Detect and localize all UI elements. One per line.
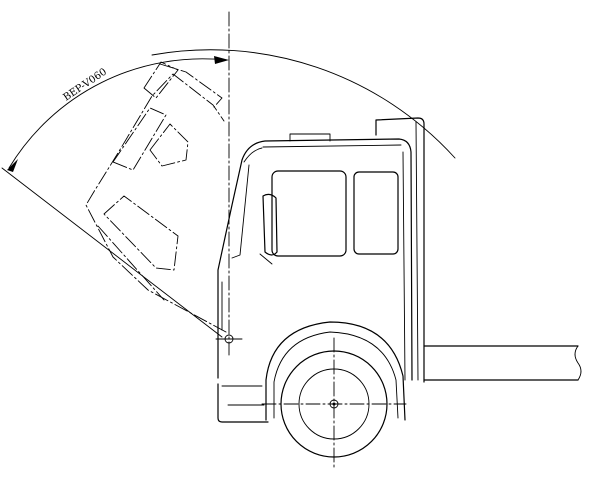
front-wheel	[261, 337, 407, 471]
cab-swing-arc	[151, 49, 456, 159]
chassis-frame	[423, 345, 582, 381]
rear-window	[353, 171, 399, 255]
mirror-icon	[262, 193, 278, 256]
air-intake-stack	[375, 117, 425, 383]
wheel-arch	[265, 321, 406, 421]
hinge-point	[215, 334, 243, 344]
tilt-angle-dimension	[1, 56, 229, 338]
truck-cab	[217, 133, 413, 423]
door-window	[271, 170, 347, 257]
tilted-cab-outline	[85, 61, 227, 333]
dimension-label: BEP-V060	[62, 67, 109, 104]
